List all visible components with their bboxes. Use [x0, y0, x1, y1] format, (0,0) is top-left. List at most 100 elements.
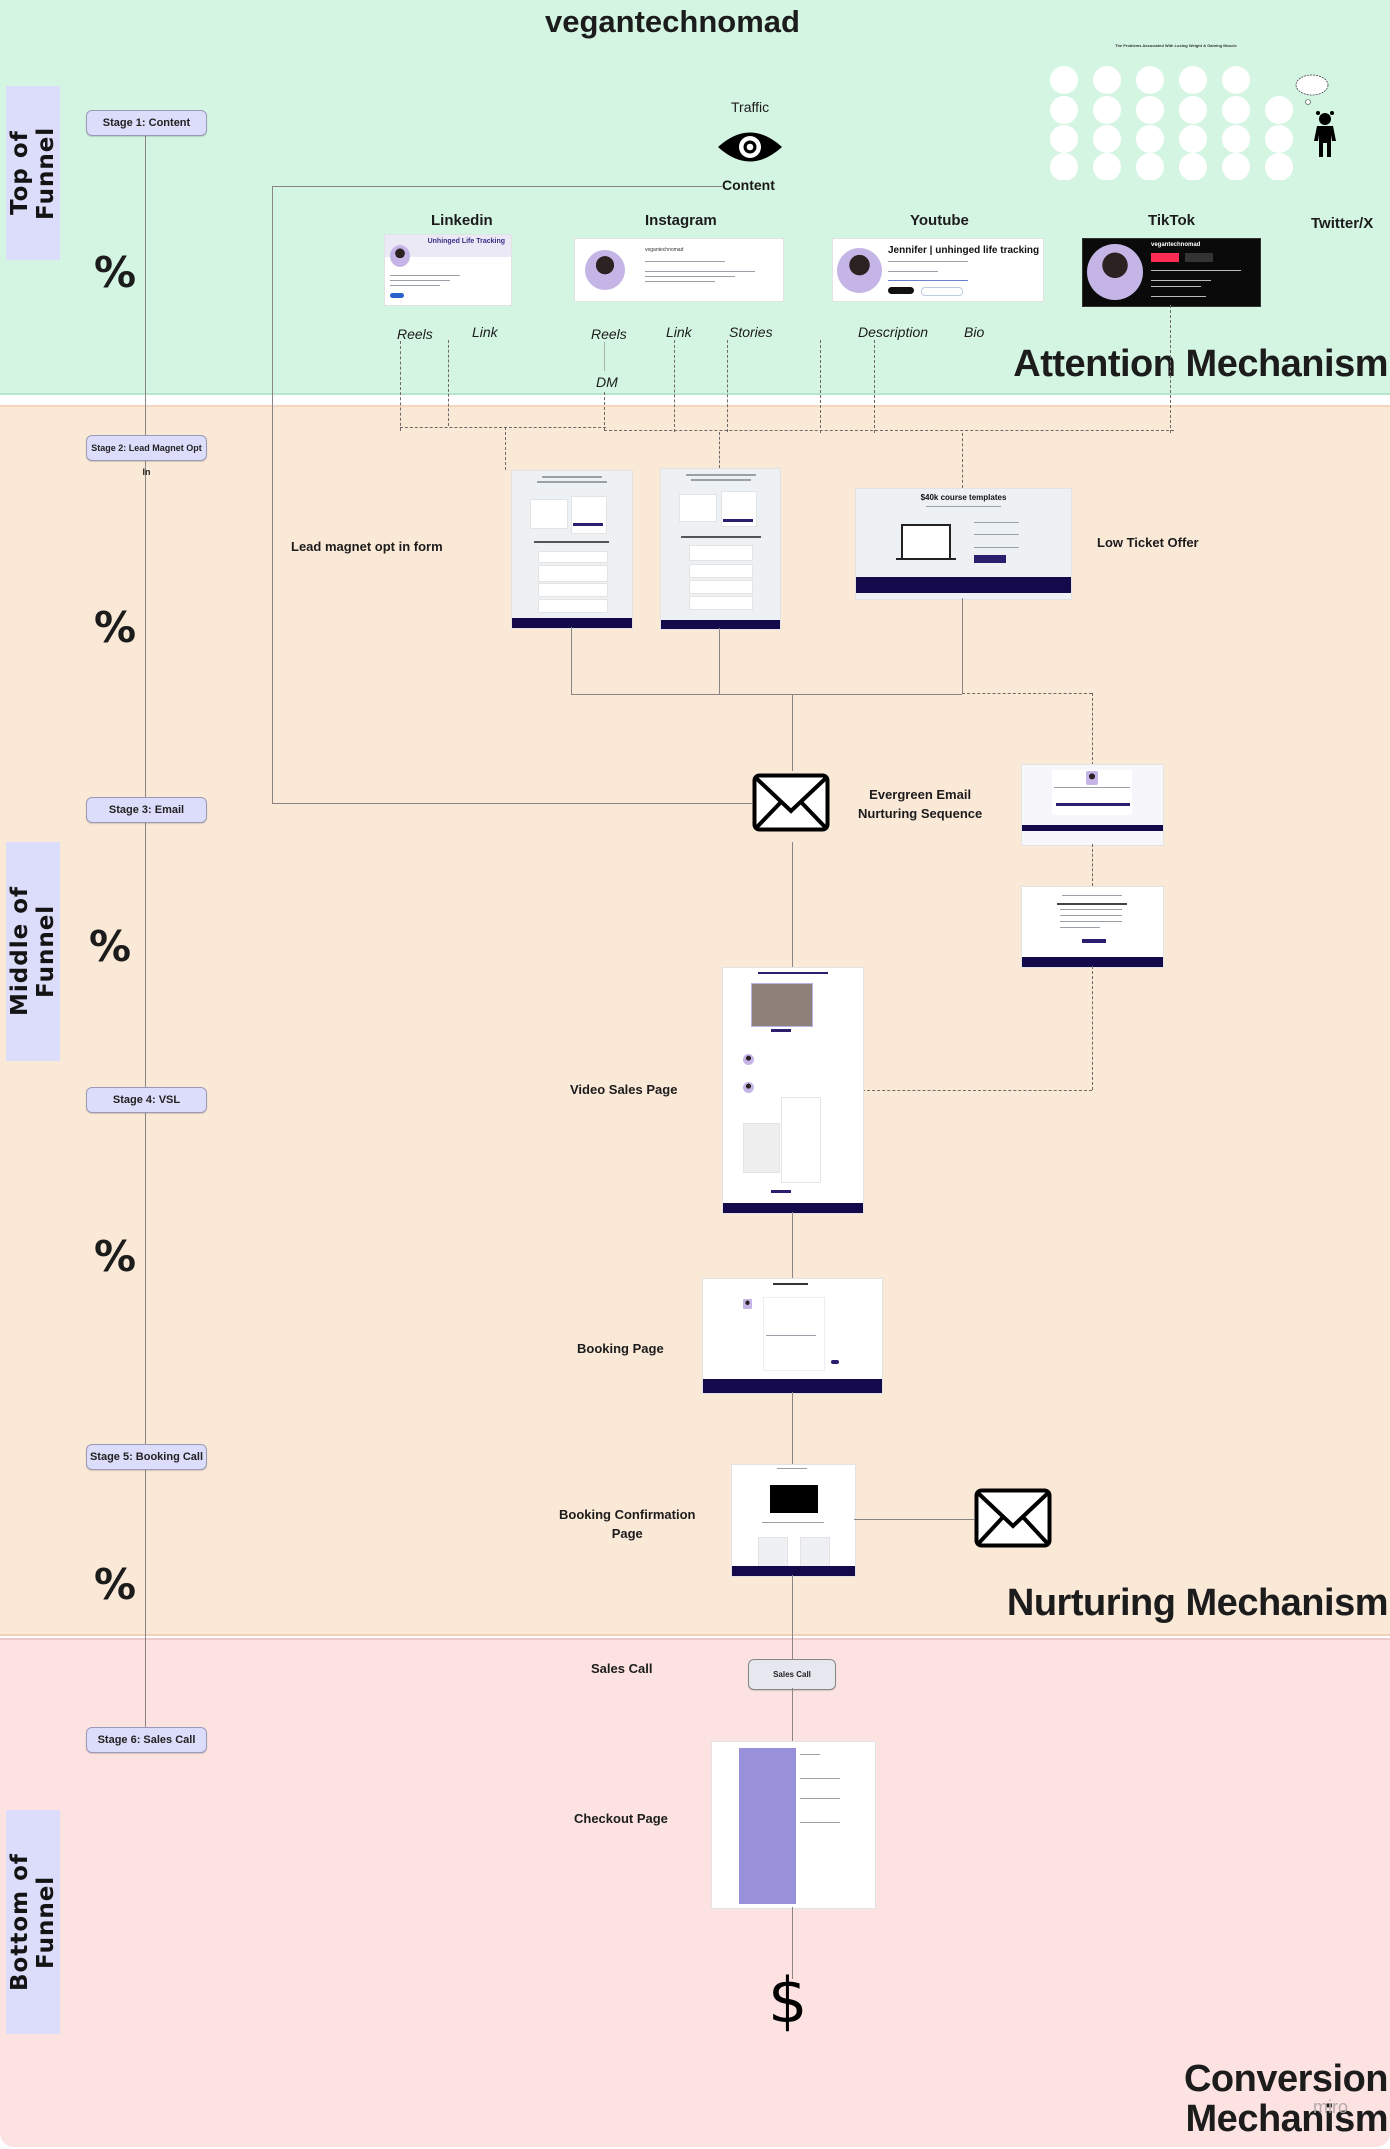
email-sequence-label: Evergreen Email Nurturing Sequence [858, 785, 982, 823]
connector-instagram-link [674, 340, 675, 432]
stressed-person-icon [1311, 109, 1339, 159]
confirmation-email-envelope-icon [974, 1488, 1052, 1548]
channel-linkedin-reels: Reels [397, 326, 433, 342]
conversion-mechanism-line1: Conversion [1183, 2058, 1389, 2100]
booking-confirmation-thumbnail[interactable] [731, 1464, 856, 1577]
connector-email-to-vsl [862, 1090, 1092, 1091]
avatar [1087, 244, 1143, 300]
avatar [390, 245, 410, 267]
youtube-thumb-title: Jennifer | unhinged life tracking [888, 245, 1040, 256]
stage-2-lead-magnet[interactable]: Stage 2: Lead Magnet Opt In [86, 435, 207, 477]
booking-page-label: Booking Page [577, 1341, 664, 1356]
connector-checkout-to-revenue [792, 1907, 793, 1979]
stage-3-email[interactable]: Stage 3: Email [86, 797, 207, 823]
content-label: Content [722, 177, 775, 193]
stage-timeline-line [145, 134, 146, 1744]
connector-merge [571, 694, 962, 695]
content-connector-bottom [272, 803, 752, 804]
linkedin-profile-thumbnail[interactable]: Unhinged Life Tracking [384, 234, 512, 306]
stage-4-vsl[interactable]: Stage 4: VSL [86, 1087, 207, 1113]
confirmation-video [770, 1485, 818, 1513]
connector-to-lead-magnet-2 [719, 432, 720, 468]
connector-instagram-stories [727, 340, 728, 432]
channel-instagram-dm: DM [596, 374, 618, 390]
booking-confirmation-label: Booking Confirmation Page [559, 1505, 696, 1543]
email-sequence-label-line1: Evergreen Email [869, 787, 972, 802]
eye-icon [716, 126, 784, 168]
avatar [743, 1082, 754, 1093]
conversion-percent-5: % [94, 1560, 137, 1609]
instagram-profile-thumbnail[interactable]: vegantechnomad [574, 238, 784, 302]
funnel-label-top: Top of Funnel [6, 86, 60, 260]
connector-confirm-to-email [854, 1519, 974, 1520]
checkout-page-thumbnail[interactable] [711, 1741, 876, 1909]
conversion-percent-4: % [94, 1232, 137, 1281]
connector-to-email [792, 694, 793, 771]
conversion-mechanism-line2: Mechanism [1185, 2097, 1389, 2140]
platform-youtube-label: Youtube [910, 212, 969, 229]
bottom-of-funnel-section [0, 1638, 1390, 2147]
linkedin-thumb-title: Unhinged Life Tracking [427, 238, 505, 245]
connector-booking-to-confirm [792, 1392, 793, 1465]
conversion-percent-2: % [94, 603, 137, 652]
connector-email-pages-mid [1092, 844, 1093, 886]
connector-to-low-ticket [962, 433, 963, 488]
avatar [837, 248, 882, 293]
connector-email-pages-top [1092, 693, 1093, 765]
lead-magnet-1-thumbnail[interactable] [511, 470, 633, 629]
connector-tiktok [1170, 305, 1171, 433]
stage-5-booking-call[interactable]: Stage 5: Booking Call [86, 1444, 207, 1470]
stage-6-sales-call[interactable]: Stage 6: Sales Call [86, 1727, 207, 1753]
connector-email-pages-to-vsl [1092, 966, 1093, 1090]
lead-magnet-2-thumbnail[interactable] [660, 468, 781, 630]
traffic-label: Traffic [731, 99, 770, 115]
avatar [743, 1054, 754, 1065]
conversion-mechanism-label: Conversion Mechanism [1183, 2058, 1389, 2140]
tiktok-profile-thumbnail[interactable]: vegantechnomad [1082, 238, 1261, 307]
connector-bus-right [604, 430, 1174, 431]
connector-youtube-description [820, 340, 821, 433]
funnel-label-middle: Middle of Funnel [6, 842, 60, 1061]
stage-1-content[interactable]: Stage 1: Content [86, 110, 207, 136]
conversion-percent-3: % [89, 922, 132, 971]
order-summary-panel [739, 1748, 796, 1904]
channel-instagram-link: Link [666, 324, 692, 340]
connector-lto-to-email-pages [962, 693, 1092, 694]
miro-watermark: miro [1313, 2097, 1348, 2117]
youtube-channel-thumbnail[interactable]: Jennifer | unhinged life tracking [832, 238, 1044, 302]
channel-youtube-bio: Bio [964, 324, 985, 340]
conversion-percent-1: % [94, 248, 137, 297]
problems-cloud-grid [1050, 66, 1329, 181]
email-page-2-thumbnail[interactable] [1021, 886, 1164, 968]
connector-linkedin-reels [400, 341, 401, 431]
low-ticket-offer-label: Low Ticket Offer [1097, 535, 1199, 550]
instagram-thumb-handle: vegantechnomad [645, 247, 684, 253]
low-ticket-thumb-title: $40k course templates [920, 493, 1007, 502]
connector-lm1-down [571, 627, 572, 694]
email-page-1-thumbnail[interactable] [1021, 764, 1164, 846]
platform-instagram-label: Instagram [645, 212, 717, 229]
avatar [585, 250, 625, 290]
video-player [751, 983, 813, 1027]
connector-instagram-dm [604, 392, 605, 430]
avatar [1086, 771, 1098, 785]
booking-page-thumbnail[interactable] [702, 1278, 883, 1394]
connector-bus-left [400, 427, 606, 428]
video-sales-page-thumbnail[interactable] [722, 967, 864, 1214]
sales-call-node[interactable]: Sales Call [748, 1659, 836, 1690]
top-of-funnel-section [0, 0, 1390, 395]
content-connector-top [272, 186, 722, 187]
channel-linkedin-link: Link [472, 324, 498, 340]
connector-to-lead-magnet-1 [505, 427, 506, 470]
platform-linkedin-label: Linkedin [431, 212, 493, 229]
problems-board: The Problems Associated With Losing Weig… [1040, 40, 1340, 181]
connector-lm2-down [719, 628, 720, 694]
connector-email-to-vsl-page [792, 842, 793, 967]
connector-vsl-to-booking [792, 1212, 793, 1278]
low-ticket-offer-thumbnail[interactable]: $40k course templates [855, 488, 1072, 600]
connector-lto-down [962, 598, 963, 694]
platform-tiktok-label: TikTok [1148, 212, 1195, 229]
sales-call-label: Sales Call [591, 1661, 653, 1676]
connector-instagram-reels-dm [604, 342, 605, 371]
nurturing-mechanism-label: Nurturing Mechanism [1006, 1582, 1389, 1624]
